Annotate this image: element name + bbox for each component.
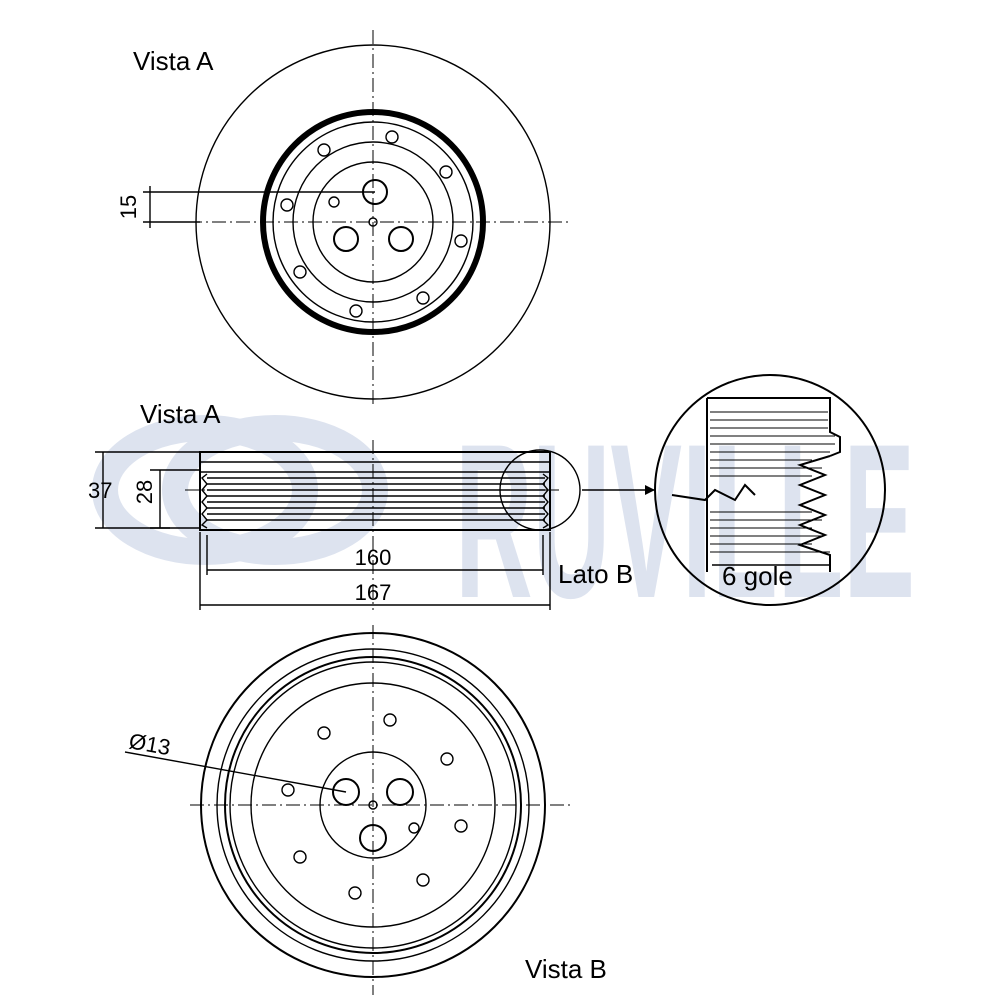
hole-diameter-dimension: Ø13 bbox=[127, 728, 172, 760]
outer-width-dimension: 167 bbox=[355, 580, 392, 605]
detail-circle bbox=[654, 374, 886, 606]
side-view: Vista A 37 28 bbox=[88, 399, 633, 610]
groove-detail: 6 gole bbox=[582, 374, 886, 606]
total-height-dimension: 37 bbox=[88, 478, 112, 503]
hub-hole bbox=[332, 778, 360, 806]
belt-ring bbox=[260, 109, 486, 335]
hub-hole bbox=[359, 824, 387, 852]
offset-dimension: 15 bbox=[116, 195, 141, 219]
inner-width-dimension: 160 bbox=[355, 545, 392, 570]
hub-hole bbox=[388, 226, 414, 252]
top-view-label: Vista A bbox=[133, 46, 214, 76]
hub-hole bbox=[333, 226, 359, 252]
bottom-view: Ø13 Vista B bbox=[124, 625, 607, 995]
side-view-label: Vista A bbox=[140, 399, 221, 429]
bottom-view-label: Vista B bbox=[525, 954, 607, 984]
ruville-watermark: RUVILLE bbox=[92, 398, 915, 644]
belt-grooves bbox=[200, 473, 550, 529]
pulley-body bbox=[199, 451, 551, 531]
hub-hole bbox=[386, 778, 414, 806]
side-b-label: Lato B bbox=[558, 559, 633, 589]
outer-rim bbox=[200, 632, 546, 978]
groove-count-label: 6 gole bbox=[722, 561, 793, 591]
watermark-text: RUVILLE bbox=[455, 398, 915, 644]
belt-height-dimension: 28 bbox=[132, 480, 157, 504]
top-view: 15 Vista A bbox=[116, 30, 568, 405]
